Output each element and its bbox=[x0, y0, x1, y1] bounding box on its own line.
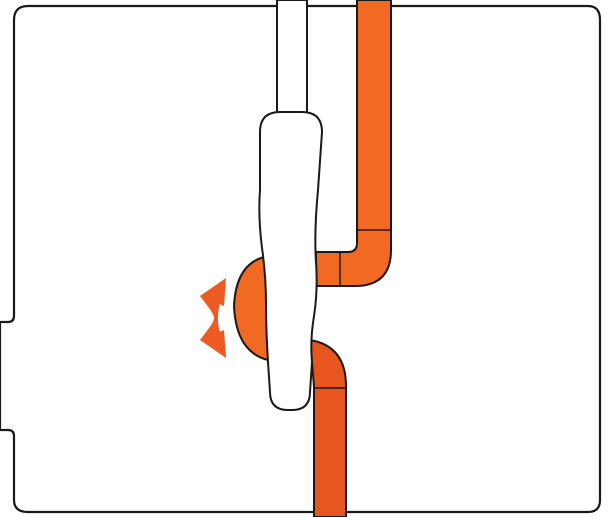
lower-orange-tube bbox=[309, 339, 347, 517]
white-tube bbox=[276, 0, 308, 121]
curved-double-arrow-icon bbox=[200, 278, 226, 358]
upper-orange-tube bbox=[315, 0, 392, 287]
handle bbox=[258, 111, 323, 411]
